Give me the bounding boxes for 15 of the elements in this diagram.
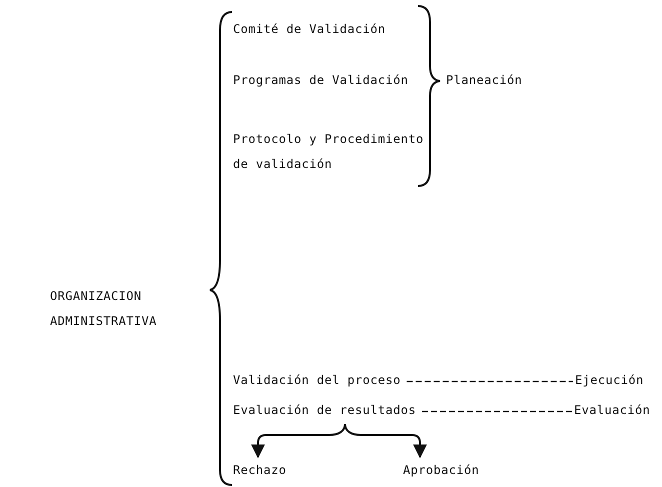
node-text: Evaluación de resultados — [233, 398, 416, 423]
node-text: Aprobación — [403, 458, 480, 483]
node-text: Ejecución — [575, 368, 644, 393]
arrow — [251, 424, 346, 458]
dashed-line — [406, 380, 573, 382]
label-text: Protocolo y Procedimiento de validación — [233, 131, 425, 173]
node-text: Rechazo — [233, 458, 286, 483]
label-text: Programas de Validación — [233, 72, 408, 89]
node-text: Evaluación — [574, 398, 650, 423]
arrow — [344, 424, 427, 458]
node-text: Validación del proceso — [233, 368, 401, 393]
label-text: Comité de Validación — [233, 21, 386, 38]
label-text: ORGANIZACION ADMINISTRATIVA — [50, 288, 158, 330]
label-text: Planeación — [446, 72, 522, 89]
dashed-line — [422, 410, 572, 412]
